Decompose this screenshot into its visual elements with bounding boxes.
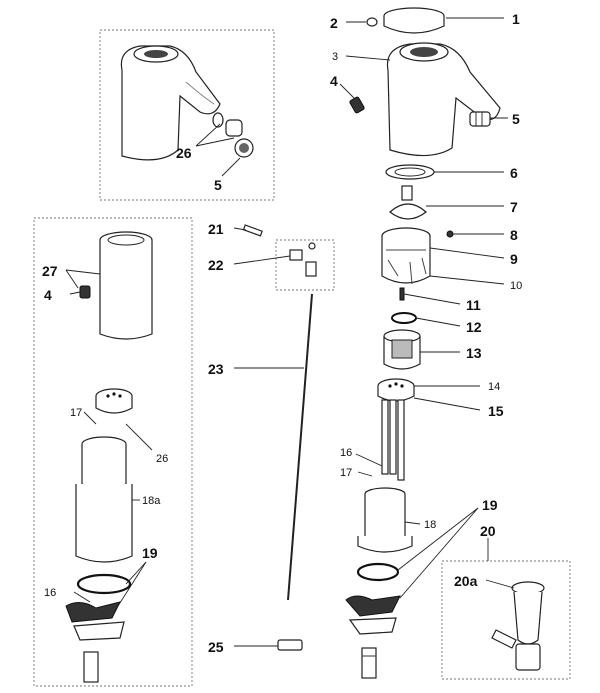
label-16-left: 16: [44, 587, 56, 599]
label-5-top: 5: [214, 177, 222, 193]
label-8: 8: [510, 227, 518, 243]
fitting-detail-box: [275, 239, 335, 291]
body-variant-box: [33, 217, 193, 687]
label-21: 21: [208, 221, 224, 237]
screw-8: [446, 230, 454, 238]
label-26-left: 26: [156, 453, 168, 465]
label-20: 20: [480, 523, 496, 539]
label-26-top: 26: [176, 145, 192, 161]
screw-4-main: [349, 96, 365, 114]
label-10: 10: [510, 280, 522, 292]
spout-body-illustration: [120, 45, 221, 161]
waste-detail-box: [441, 560, 571, 680]
temperature-unit-14-15: [377, 378, 415, 481]
rod-23: [287, 293, 313, 601]
label-16-main: 16: [340, 447, 352, 459]
pin-11: [399, 287, 405, 301]
cap-1: [383, 7, 445, 34]
valve-7: [389, 185, 427, 220]
fitting-22: [289, 242, 317, 277]
label-9: 9: [510, 251, 518, 267]
mounting-19-main: [345, 562, 401, 679]
leader-lines: [65, 17, 515, 647]
clip-25: [277, 639, 303, 651]
label-1: 1: [512, 11, 520, 27]
label-17-left: 17: [70, 407, 82, 419]
label-25: 25: [208, 639, 224, 655]
body-18: [357, 487, 413, 553]
cartridge-housing-9: [381, 227, 431, 285]
label-19-left: 19: [142, 545, 158, 561]
screw-4-left: [79, 285, 91, 299]
aerator-parts-26: [212, 112, 254, 158]
main-spout-3: [386, 42, 501, 157]
label-18: 18: [424, 519, 436, 531]
gasket-6: [385, 164, 435, 180]
mounting-19-left: [65, 573, 132, 683]
oring-12: [391, 312, 417, 324]
label-17-main: 17: [340, 467, 352, 479]
label-2: 2: [330, 15, 338, 31]
label-19-main: 19: [482, 497, 498, 513]
label-11: 11: [466, 297, 481, 313]
pin-21: [242, 224, 263, 237]
label-13: 13: [466, 345, 482, 361]
label-18a: 18a: [142, 495, 161, 507]
cartridge-13: [383, 329, 421, 370]
waste-20a: [491, 581, 545, 671]
label-27: 27: [42, 263, 58, 279]
label-5-main: 5: [512, 111, 520, 127]
aerator-5-main: [469, 111, 491, 127]
body-18a: [75, 436, 133, 563]
body-sleeve-27: [99, 231, 153, 340]
label-4-left: 4: [44, 287, 52, 303]
temperature-unit-left: [95, 388, 133, 414]
label-6: 6: [510, 165, 518, 181]
label-7: 7: [510, 199, 518, 215]
label-4-main: 4: [330, 73, 338, 89]
label-14: 14: [488, 381, 500, 393]
label-15: 15: [488, 403, 504, 419]
label-23: 23: [208, 361, 224, 377]
label-20a: 20a: [454, 573, 478, 589]
label-3: 3: [332, 51, 338, 63]
screw-2: [366, 17, 378, 27]
label-12: 12: [466, 319, 482, 335]
label-22: 22: [208, 257, 224, 273]
